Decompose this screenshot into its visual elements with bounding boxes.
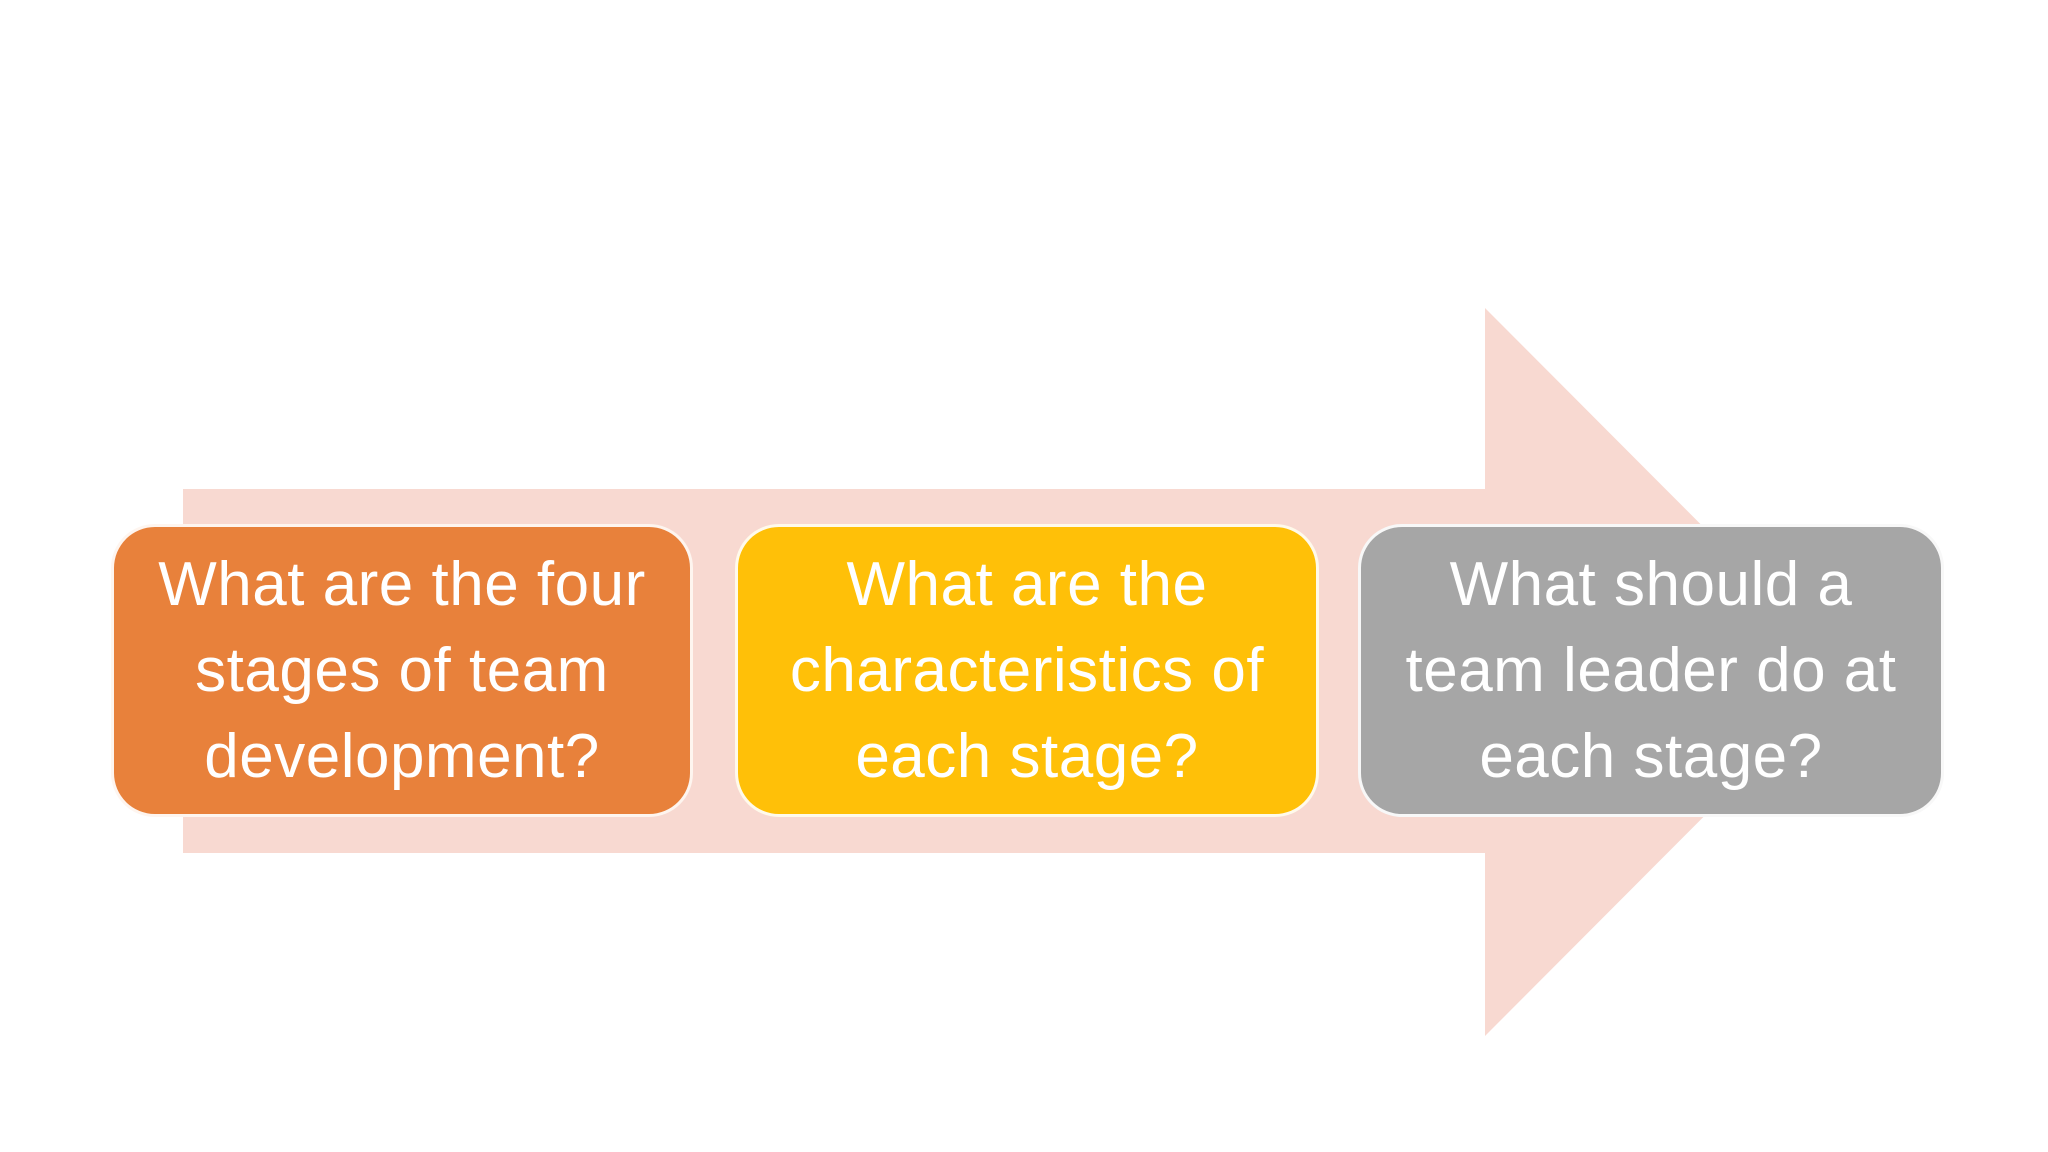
text-line: each stage? (855, 721, 1199, 791)
question-text-characteristics: What are the characteristics of each sta… (790, 542, 1264, 800)
question-box-characteristics: What are the characteristics of each sta… (735, 524, 1319, 817)
question-text-stages: What are the four stages of team develop… (158, 542, 646, 800)
text-line: stages of team (195, 635, 609, 705)
question-box-stages: What are the four stages of team develop… (111, 524, 693, 817)
text-line: What are the four (158, 549, 646, 619)
text-line: characteristics of (789, 635, 1265, 705)
question-text-leader: What should a team leader do at each sta… (1405, 542, 1896, 800)
text-line: What should a (1449, 549, 1853, 619)
text-line: What are the (846, 549, 1208, 619)
text-line: team leader do at (1405, 635, 1897, 705)
text-line: development? (204, 721, 600, 791)
question-box-leader: What should a team leader do at each sta… (1358, 524, 1944, 817)
text-line: each stage? (1479, 721, 1823, 791)
